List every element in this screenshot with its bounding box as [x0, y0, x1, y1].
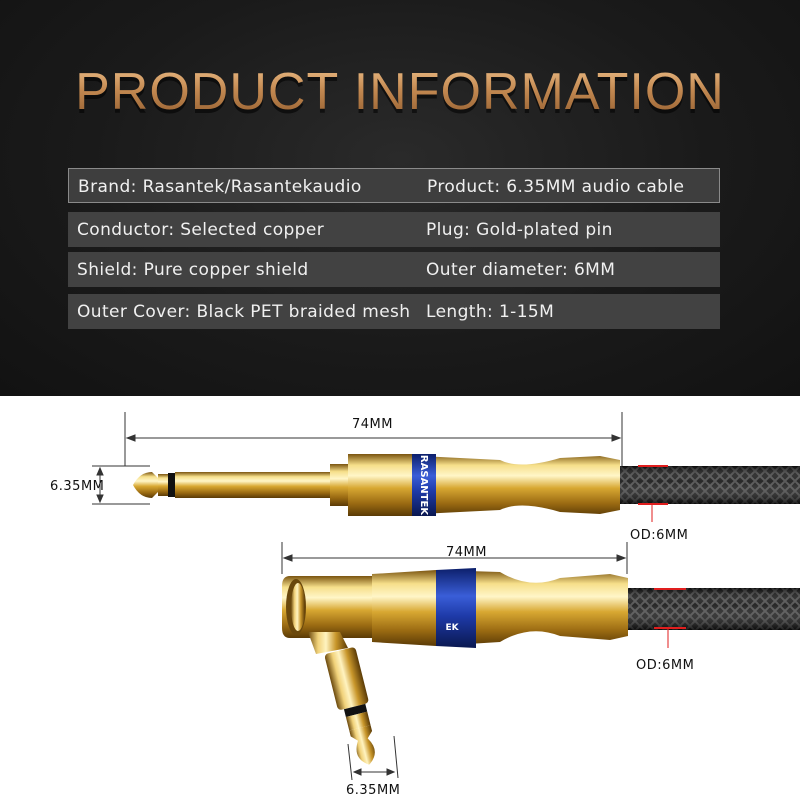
- spec-outer-diameter: Outer diameter: 6MM: [426, 259, 616, 280]
- spec-conductor: Conductor: Selected copper: [77, 219, 325, 240]
- spec-shield: Shield: Pure copper shield: [77, 259, 309, 280]
- angled-brand-text: EK: [445, 623, 459, 633]
- cable-diagram: 74MM 6.35MM RASANTEK: [0, 396, 800, 800]
- angled-plug: 74MM EK: [281, 542, 800, 798]
- spec-row: Brand: Rasantek/Rasantekaudio Product: 6…: [68, 168, 720, 203]
- angled-od-label: OD:6MM: [636, 658, 694, 673]
- straight-brand-text: RASANTEK: [418, 455, 429, 516]
- page-title-shadow: PRODUCT INFORMATION: [0, 66, 800, 126]
- angled-length-dimension: [281, 542, 628, 574]
- spec-row: Shield: Pure copper shield Outer diamete…: [68, 252, 720, 287]
- spec-plug: Plug: Gold-plated pin: [426, 219, 613, 240]
- angled-length-label: 74MM: [446, 545, 487, 560]
- straight-od-marker: [638, 465, 668, 522]
- page-title: PRODUCT INFORMATION: [0, 62, 800, 122]
- straight-tip-dimension: [92, 465, 150, 505]
- straight-length-label: 74MM: [352, 417, 393, 432]
- spec-row: Outer Cover: Black PET braided mesh Leng…: [68, 294, 720, 329]
- spec-length: Length: 1-15M: [426, 301, 555, 322]
- angled-tip-label: 6.35MM: [346, 783, 400, 798]
- cable-illustration: 74MM 6.35MM RASANTEK: [50, 412, 800, 798]
- product-info-panel: PRODUCT INFORMATION PRODUCT INFORMATION …: [0, 0, 800, 396]
- straight-length-dimension: [124, 412, 623, 466]
- straight-tip-label: 6.35MM: [50, 479, 104, 494]
- spec-product: Product: 6.35MM audio cable: [427, 176, 685, 197]
- spec-brand: Brand: Rasantek/Rasantekaudio: [78, 176, 362, 197]
- straight-od-label: OD:6MM: [630, 528, 688, 543]
- straight-plug: 74MM 6.35MM RASANTEK: [50, 412, 800, 543]
- angled-tip-dimension: [347, 735, 399, 781]
- angled-od-marker: [654, 588, 686, 648]
- spec-outer-cover: Outer Cover: Black PET braided mesh: [77, 301, 411, 322]
- spec-row: Conductor: Selected copper Plug: Gold-pl…: [68, 212, 720, 247]
